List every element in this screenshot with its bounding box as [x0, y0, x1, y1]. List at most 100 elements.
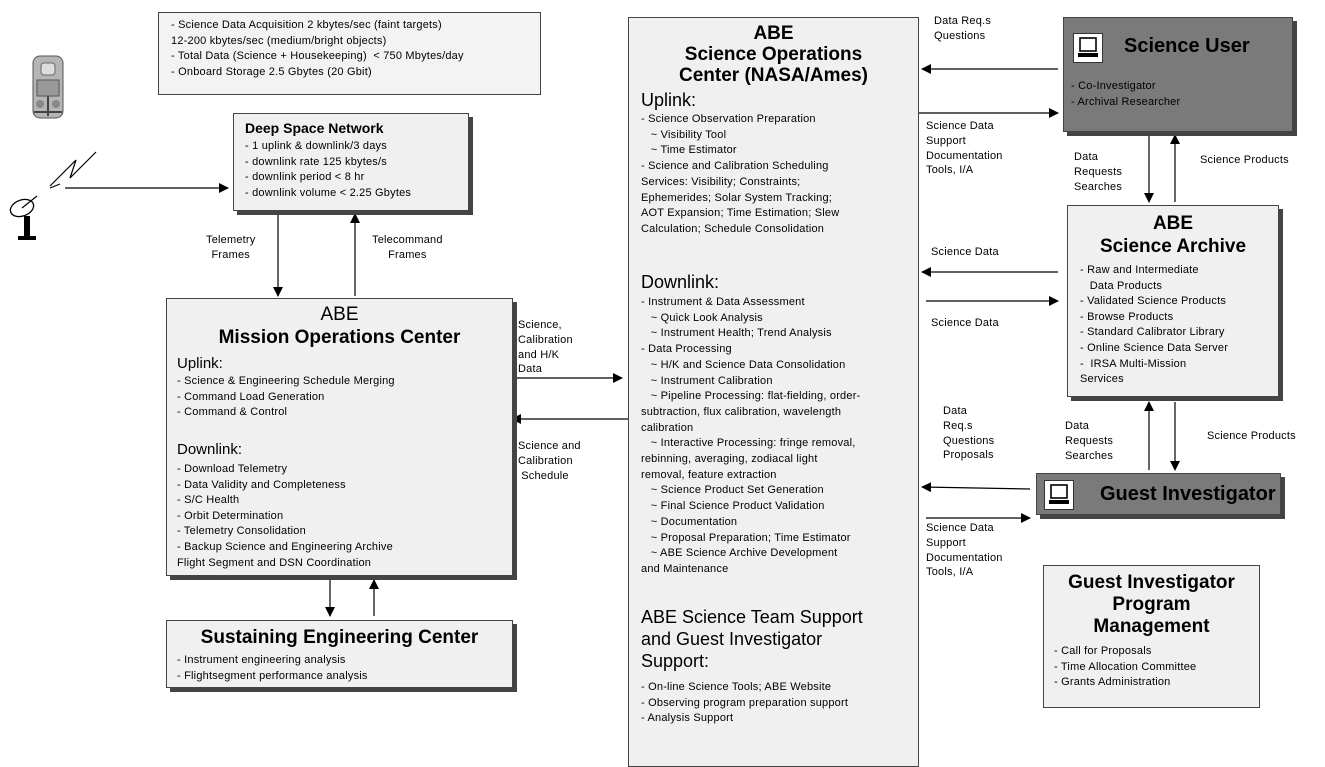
soc-title-line3: Center (NASA/Ames): [679, 65, 868, 86]
soc-downlink-item: ~ Documentation: [641, 515, 738, 528]
dsn-item: - downlink rate 125 kbytes/s: [245, 155, 387, 168]
gi-program-management-box: Guest Investigator Program Management - …: [1043, 565, 1260, 708]
soc-downlink-item: ~ Instrument Health; Trend Analysis: [641, 327, 832, 340]
science-user-item: - Co-Investigator: [1071, 80, 1156, 92]
gipm-item: - Call for Proposals: [1054, 645, 1152, 657]
spec-line: - Total Data (Science + Housekeeping) < …: [171, 50, 464, 63]
soc-uplink-item: - Science and Calibration Scheduling: [641, 160, 829, 173]
gipm-item: - Time Allocation Committee: [1054, 660, 1197, 673]
archive-item: - IRSA Multi-Mission: [1080, 357, 1187, 370]
soc-downlink-item: removal, feature extraction: [641, 468, 777, 481]
label-data-requests-searches-user: Data Requests Searches: [1074, 151, 1123, 193]
soc-uplink-item: Services: Visibility; Constraints;: [641, 175, 801, 188]
archive-item: - Standard Calibrator Library: [1080, 326, 1225, 339]
label-science-products-user: Science Products: [1200, 154, 1289, 166]
dsn-item: - downlink volume < 2.25 Gbytes: [245, 186, 412, 199]
soc-uplink-heading: Uplink:: [641, 90, 697, 110]
moc-uplink-heading: Uplink:: [177, 355, 223, 372]
label-telemetry-frames: Telemetry Frames: [206, 234, 256, 261]
moc-uplink-item: - Science & Engineering Schedule Merging: [177, 375, 395, 387]
soc-downlink-item: rebinning, averaging, zodiacal light: [641, 453, 818, 466]
moc-uplink-item: - Command Load Generation: [177, 390, 325, 403]
soc-support-item: - Observing program preparation support: [641, 696, 849, 709]
dsn-box: Deep Space Network - 1 uplink & downlink…: [233, 113, 469, 211]
soc-title-line2: Science Operations: [684, 44, 863, 65]
soc-support-item: - Analysis Support: [641, 712, 734, 725]
moc-downlink-item: - Download Telemetry: [177, 463, 288, 475]
moc-downlink-item: - Telemetry Consolidation: [177, 525, 306, 538]
sec-item: - Flightsegment performance analysis: [177, 669, 368, 682]
archive-title: Science Archive: [1099, 236, 1247, 257]
label-data-reqs-questions: Data Req.s Questions: [934, 15, 992, 42]
soc-downlink-item: - Instrument & Data Assessment: [641, 296, 805, 308]
soc-downlink-item: calibration: [641, 421, 694, 434]
archive-item: - Browse Products: [1080, 310, 1174, 323]
science-user-box: Science User - Co-Investigator - Archiva…: [1063, 17, 1293, 132]
moc-title-abe: ABE: [320, 304, 359, 325]
soc-uplink-item: - Science Observation Preparation: [641, 113, 816, 125]
gipm-title: Guest Investigator Program Management: [1068, 572, 1235, 637]
soc-downlink-item: ~ Interactive Processing: fringe removal…: [641, 437, 856, 450]
archive-item: Services: [1080, 373, 1124, 386]
archive-item: Data Products: [1080, 279, 1163, 292]
archive-title-abe: ABE: [1152, 213, 1194, 234]
label-science-data-support-user: Science Data Support Documentation Tools…: [926, 120, 1003, 177]
moc-downlink-item: Flight Segment and DSN Coordination: [177, 556, 372, 569]
soc-downlink-item: ~ H/K and Science Data Consolidation: [641, 358, 846, 371]
label-science-products-gi: Science Products: [1207, 430, 1296, 442]
archive-item: - Online Science Data Server: [1080, 341, 1229, 354]
soc-downlink-item: ~ ABE Science Archive Development: [641, 547, 838, 560]
label-science-data-to-archive: Science Data: [931, 317, 999, 329]
soc-downlink-heading: Downlink:: [641, 272, 720, 292]
science-archive-box: ABE Science Archive - Raw and Intermedia…: [1067, 205, 1279, 397]
soc-uplink-item: ~ Visibility Tool: [641, 128, 727, 141]
science-user-item: - Archival Researcher: [1071, 95, 1181, 108]
label-science-data-from-archive: Science Data: [931, 246, 999, 258]
sec-item: - Instrument engineering analysis: [177, 654, 346, 666]
moc-box: ABE Mission Operations Center Uplink: - …: [166, 298, 513, 576]
moc-downlink-item: - S/C Health: [177, 494, 240, 507]
soc-title-abe: ABE: [753, 23, 794, 44]
spacecraft-icon: [32, 55, 64, 119]
soc-uplink-item: Calculation; Schedule Consolidation: [641, 222, 825, 235]
sec-title: Sustaining Engineering Center: [200, 627, 479, 648]
soc-downlink-item: ~ Instrument Calibration: [641, 374, 773, 387]
moc-uplink-item: - Command & Control: [177, 406, 288, 419]
label-data-reqs-proposals: Data Req.s Questions Proposals: [943, 405, 995, 462]
spec-line: - Science Data Acquisition 2 kbytes/sec …: [171, 19, 442, 31]
moc-downlink-heading: Downlink:: [177, 441, 243, 458]
soc-downlink-item: - Data Processing: [641, 343, 732, 356]
label-science-cal-hk: Science, Calibration and H/K Data: [518, 319, 573, 376]
soc-downlink-item: ~ Science Product Set Generation: [641, 484, 824, 497]
guest-investigator-box: Guest Investigator: [1036, 473, 1281, 515]
dsn-title: Deep Space Network: [245, 120, 384, 136]
soc-downlink-item: ~ Proposal Preparation; Time Estimator: [641, 531, 851, 544]
moc-downlink-item: - Data Validity and Completeness: [177, 478, 346, 491]
gipm-item: - Grants Administration: [1054, 676, 1171, 689]
soc-support-item: - On-line Science Tools; ABE Website: [641, 681, 832, 693]
soc-support-heading: ABE Science Team Support and Guest Inves…: [641, 607, 863, 671]
soc-downlink-item: ~ Quick Look Analysis: [641, 311, 763, 324]
spec-line: - Onboard Storage 2.5 Gbytes (20 Gbit): [171, 65, 372, 78]
signal-bolt-icon: [49, 151, 97, 187]
ground-antenna-icon: [9, 195, 38, 240]
soc-uplink-item: Ephemerides; Solar System Tracking;: [641, 191, 833, 204]
archive-item: - Validated Science Products: [1080, 295, 1227, 308]
moc-title: Mission Operations Center: [218, 327, 461, 348]
soc-downlink-item: ~ Pipeline Processing: flat-fielding, or…: [641, 390, 861, 403]
soc-uplink-item: ~ Time Estimator: [641, 144, 737, 157]
dsn-item: - downlink period < 8 hr: [245, 171, 365, 184]
spec-line: 12-200 kbytes/sec (medium/bright objects…: [171, 34, 387, 47]
computer-icon: [1073, 33, 1103, 63]
label-science-data-support-gi: Science Data Support Documentation Tools…: [926, 522, 1003, 579]
science-user-title: Science User: [1124, 35, 1250, 57]
label-telecommand-frames: Telecommand Frames: [372, 234, 443, 261]
sec-box: Sustaining Engineering Center - Instrume…: [166, 620, 513, 688]
arrow-gi-to-soc: [921, 482, 1031, 493]
moc-downlink-item: - Backup Science and Engineering Archive: [177, 540, 393, 553]
computer-icon: [1044, 480, 1074, 510]
label-data-requests-searches-gi: Data Requests Searches: [1065, 420, 1114, 462]
label-science-cal-schedule: Science and Calibration Schedule: [518, 440, 581, 482]
spacecraft-specs-box: - Science Data Acquisition 2 kbytes/sec …: [158, 12, 541, 95]
